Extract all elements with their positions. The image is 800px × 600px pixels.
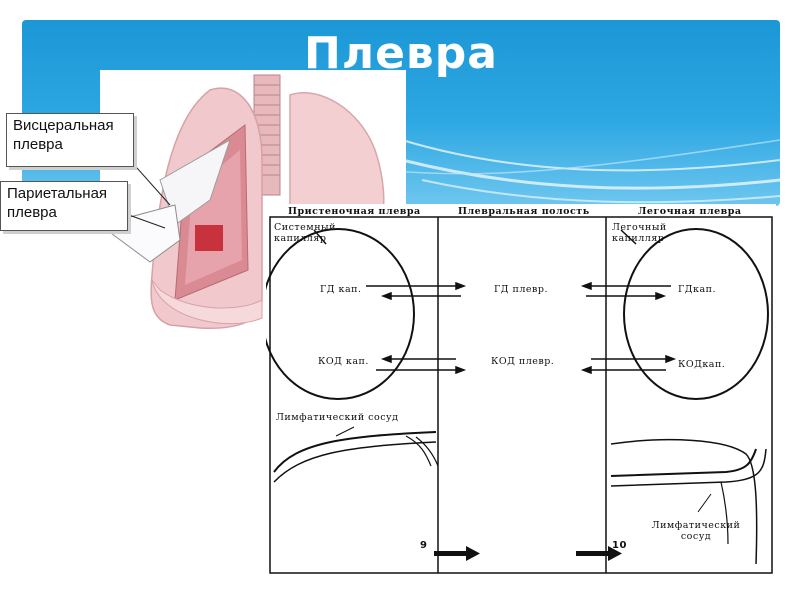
kod-arrows-left <box>376 354 467 375</box>
flow-arrow-right <box>576 546 622 561</box>
header-parietal-pleura: Пристеночная плевра <box>288 206 421 217</box>
kod-cap-left-label: КОД кап. <box>318 356 369 367</box>
figure-number-10: 10 <box>612 540 627 551</box>
pleura-red-patch <box>195 225 223 251</box>
lung-illustration <box>98 70 406 329</box>
systemic-capillary-ellipse <box>266 228 415 400</box>
kod-arrows-right <box>580 354 677 375</box>
flow-arrow-left <box>434 546 480 561</box>
gd-cap-right-label: ГДкап. <box>678 284 716 295</box>
lymph-vessel-right-label: Лимфатический сосуд <box>651 520 741 542</box>
kod-cap-right-label: КОДкап. <box>678 359 726 370</box>
figure-number-9: 9 <box>420 540 428 551</box>
kod-pleural-label: КОД плевр. <box>491 356 555 367</box>
right-lymph-vessel-outer <box>610 448 757 477</box>
left-lymph-vessel-inner <box>273 441 437 483</box>
parietal-flap-shape <box>98 204 181 263</box>
gd-cap-left-label: ГД кап. <box>320 284 362 295</box>
right-lymph-vessel-inner <box>610 448 767 487</box>
pleural-fluid-scheme: Пристеночная плевра Плевральная полость … <box>266 204 776 576</box>
parietal-pleura-label: Париетальная плевра <box>0 181 128 231</box>
pulmonary-capillary-ellipse <box>623 228 769 400</box>
lymph-vessel-left-label: Лимфатический сосуд <box>276 412 399 423</box>
gd-pleural-label: ГД плевр. <box>494 284 548 295</box>
gd-arrows-left <box>366 281 467 301</box>
visceral-pleura-label: Висцеральная плевра <box>6 113 134 167</box>
scheme-frame <box>269 216 773 574</box>
pulmonary-capillary-label: Легочный капилляр <box>612 222 667 244</box>
header-pulmonary-pleura: Легочная плевра <box>638 206 742 217</box>
left-lymph-vessel-outer <box>273 431 437 473</box>
systemic-capillary-label: Системный капилляр <box>274 222 336 244</box>
banner-wave-decoration <box>381 139 780 204</box>
gd-arrows-right <box>580 281 671 301</box>
header-pleural-cavity: Плевральная полость <box>458 206 590 217</box>
